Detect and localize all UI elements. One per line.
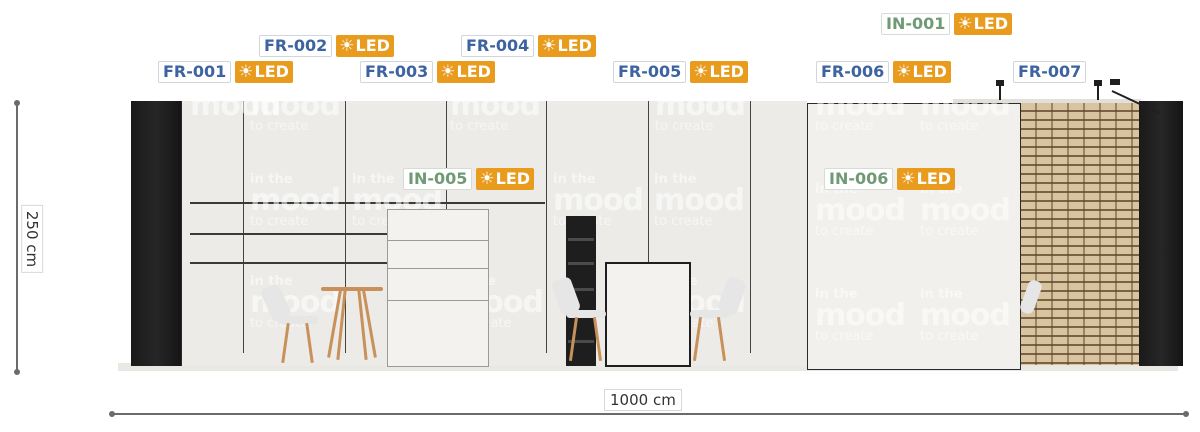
height-dimension-line [16,103,18,371]
chair-seat [278,316,318,324]
sun-icon: ☀ [693,62,709,82]
width-dimension-left-dot [109,411,115,417]
fr-007-code: FR-007 [1013,61,1087,83]
spotlight-icon [1094,80,1102,86]
fr-002-code: FR-002 [259,35,333,57]
in-005-led-badge: ☀LED [476,168,535,190]
width-dimension-right-dot [1183,411,1189,417]
wood-slat-wall-verticals [1021,103,1139,365]
fr-004-code: FR-004 [461,35,535,57]
spotlight-stem [1097,85,1099,100]
in-001-led-badge: ☀LED [954,13,1013,35]
in-005-code: IN-005 [403,168,473,190]
sun-icon: ☀ [440,62,456,82]
in-006-led-badge: ☀LED [897,168,956,190]
height-dimension-bottom-dot [14,369,20,375]
sun-icon: ☀ [339,36,355,56]
fr-001-led-badge: ☀LED [235,61,293,83]
label-in-005: IN-005 ☀LED [403,168,535,190]
fr-005-led-badge: ☀LED [690,61,748,83]
sun-icon: ☀ [957,14,973,34]
wall-shelf [190,262,390,264]
spotlight-stem [999,85,1001,100]
top-fascia [953,99,1141,103]
bistro-table-top [321,287,383,291]
spotlight-icon [996,80,1004,86]
cabinet-divider [388,300,488,301]
width-dimension-line [112,413,1186,415]
cabinet-divider [388,268,488,269]
fr-006-code: FR-006 [816,61,890,83]
spotlight-icon [1110,79,1120,85]
in-006-code: IN-006 [824,168,894,190]
label-fr-003: FR-003 ☀LED [360,61,495,83]
panel-seam [750,101,751,353]
fr-005-code: FR-005 [613,61,687,83]
booth-floor [118,363,1178,371]
chair-seat [690,310,730,318]
fr-003-code: FR-003 [360,61,434,83]
height-dimension-top-dot [14,100,20,106]
label-in-006: IN-006 ☀LED [824,168,956,190]
display-cabinet [387,209,489,367]
label-fr-002: FR-002 ☀LED [259,35,394,57]
sun-icon: ☀ [238,62,254,82]
panel-seam [345,101,346,353]
label-fr-001: FR-001 ☀LED [158,61,293,83]
sun-icon: ☀ [479,169,495,189]
label-fr-004: FR-004 ☀LED [461,35,596,57]
height-dimension-label: 250 cm [21,204,44,274]
label-fr-005: FR-005 ☀LED [613,61,748,83]
fr-004-led-badge: ☀LED [538,35,596,57]
rack-shelf [568,262,594,265]
wall-shelf [190,233,390,235]
rack-shelf [568,238,594,241]
wall-shelf [190,202,545,204]
rack-shelf [568,288,594,291]
rack-shelf [568,340,594,343]
panel-seam [648,101,649,353]
sun-icon: ☀ [896,62,912,82]
fr-001-code: FR-001 [158,61,232,83]
label-in-001: IN-001 ☀LED [881,13,1013,35]
width-dimension-label: 1000 cm [604,389,682,411]
panel-seam [243,101,244,353]
label-fr-006: FR-006 ☀LED [816,61,951,83]
in-001-code: IN-001 [881,13,951,35]
front-right-wall [807,103,1021,370]
cabinet-divider [388,240,488,241]
left-dark-pillar [131,101,181,366]
label-fr-007: FR-007 [1013,61,1087,83]
chair-seat [566,310,606,318]
info-counter [605,262,691,367]
panel-seam [546,101,547,353]
fr-003-led-badge: ☀LED [437,61,495,83]
sun-icon: ☀ [541,36,557,56]
right-dark-pillar [1139,101,1183,366]
fr-002-led-badge: ☀LED [336,35,394,57]
fr-006-led-badge: ☀LED [893,61,951,83]
sun-icon: ☀ [900,169,916,189]
